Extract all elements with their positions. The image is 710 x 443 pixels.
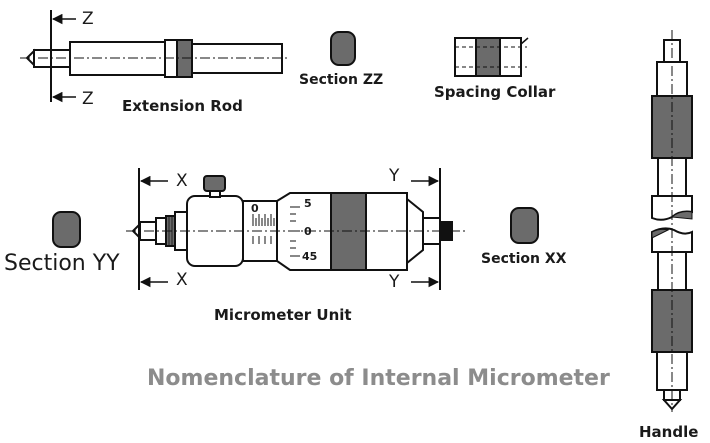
spacing-collar	[454, 37, 529, 77]
section-xx-shape	[510, 207, 539, 244]
thimble-0-label: 0	[304, 225, 312, 238]
section-y-top-label: Y	[389, 166, 400, 186]
spacing-collar-band	[475, 37, 501, 77]
micrometer-unit-label: Micrometer Unit	[214, 306, 352, 324]
handle-label: Handle	[639, 423, 699, 441]
thimble-5-label: 5	[304, 197, 312, 210]
section-z-bottom-label: Z	[82, 89, 94, 109]
sleeve-zero-label: 0	[251, 202, 259, 215]
section-xx-label: Section XX	[481, 251, 567, 267]
section-x-top-label: X	[176, 171, 188, 191]
section-z-top-label: Z	[82, 9, 94, 29]
section-y-bottom-label: Y	[389, 272, 400, 292]
thimble-graduations	[290, 206, 300, 257]
micrometer-lock-screw	[203, 175, 226, 192]
spacing-collar-label: Spacing Collar	[434, 83, 556, 101]
section-yy-shape	[52, 211, 81, 248]
section-zz-label: Section ZZ	[299, 72, 384, 88]
section-y-marker	[411, 168, 441, 290]
section-z-marker	[50, 10, 76, 103]
diagram-title: Nomenclature of Internal Micrometer	[147, 366, 610, 391]
sleeve-graduations	[252, 214, 275, 244]
thimble-45-label: 45	[302, 250, 318, 263]
section-yy-label: Section YY	[4, 251, 120, 276]
section-zz-shape	[330, 31, 356, 66]
extension-rod-label: Extension Rod	[122, 97, 243, 115]
section-x-marker	[138, 168, 168, 290]
section-x-bottom-label: X	[176, 270, 188, 290]
